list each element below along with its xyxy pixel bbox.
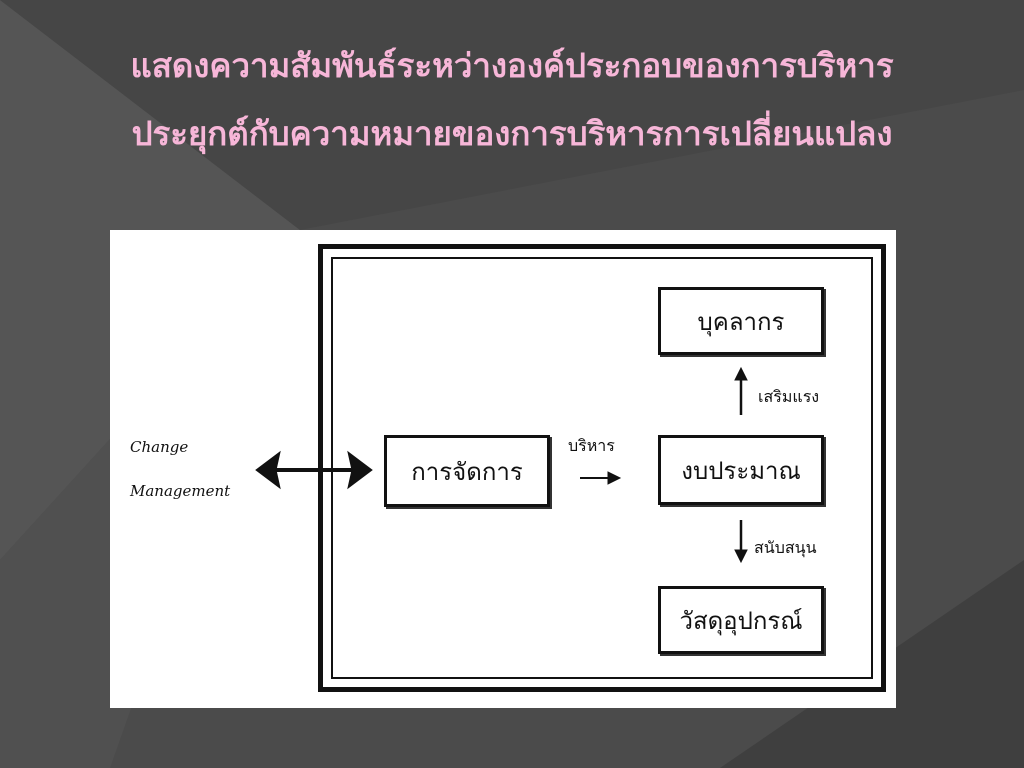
down-arrow-icon — [734, 520, 748, 564]
box-management: การจัดการ — [384, 435, 550, 507]
slide-title-line-2: ประยุกต์กับความหมายของการบริหารการเปลี่ย… — [131, 114, 893, 153]
box-personnel: บุคลากร — [658, 287, 824, 355]
slide-title-line-1: แสดงความสัมพันธ์ระหว่างองค์ประกอบของการบ… — [130, 46, 894, 85]
diagram-panel: Change Management การจัดการ บุคลากร งบปร… — [110, 230, 896, 708]
right-arrow-icon — [580, 471, 622, 485]
up-arrow-icon — [734, 366, 748, 415]
management-label: Management — [130, 482, 231, 500]
strengthen-label: เสริมแรง — [758, 387, 820, 406]
double-arrow-icon — [255, 450, 373, 490]
box-budget: งบประมาณ — [658, 435, 824, 505]
box-materials: วัสดุอุปกรณ์ — [658, 586, 824, 654]
diagram-arrows — [255, 366, 748, 564]
support-label: สนับสนุน — [754, 538, 817, 557]
change-label: Change — [130, 438, 189, 456]
administer-label: บริหาร — [568, 436, 615, 455]
